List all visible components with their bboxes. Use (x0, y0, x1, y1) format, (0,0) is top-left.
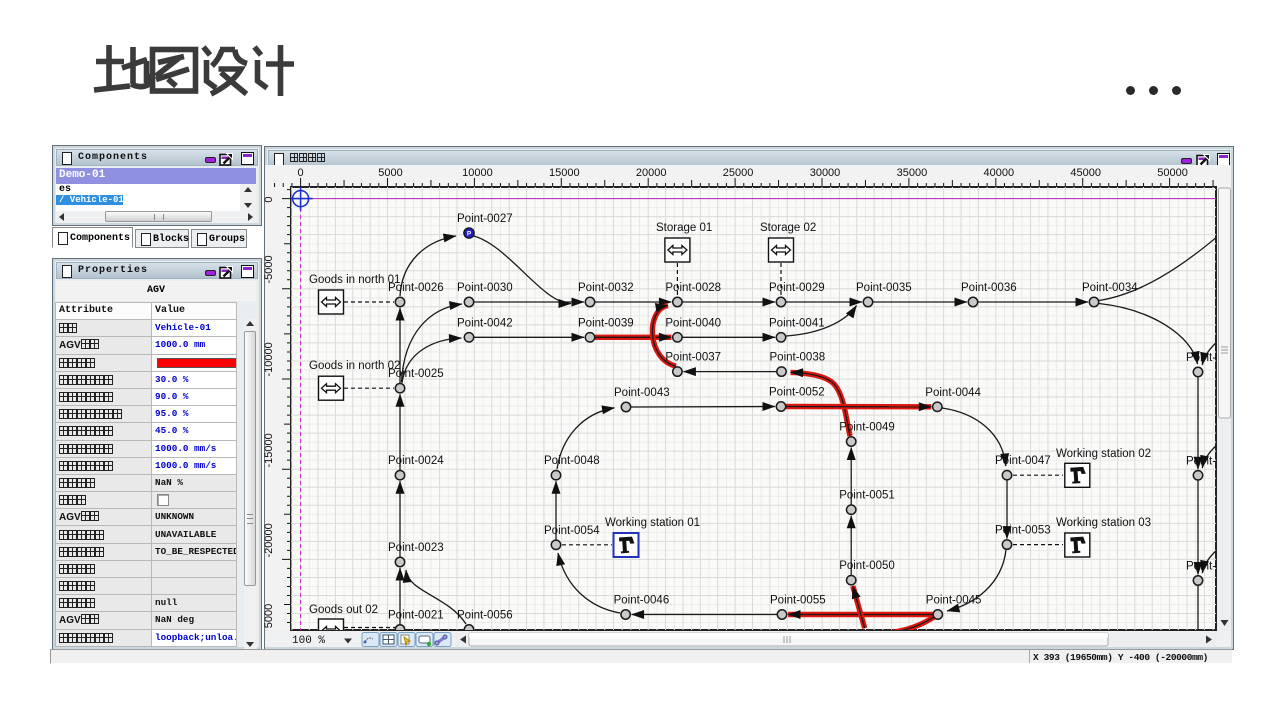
svg-text:Point-0056: Point-0056 (457, 610, 513, 622)
svg-text:Point-0042: Point-0042 (1186, 455, 1232, 467)
svg-text:Point-0044: Point-0044 (925, 387, 981, 399)
svg-text:-15000: -15000 (264, 433, 275, 467)
svg-text:50000: 50000 (1157, 167, 1188, 179)
svg-text:Point-0025: Point-0025 (388, 368, 444, 380)
svg-text:Point-0037: Point-0037 (665, 352, 721, 364)
svg-text:Point-0051: Point-0051 (839, 490, 895, 502)
svg-text:Point-0035: Point-0035 (856, 282, 912, 294)
svg-text:Point-0029: Point-0029 (769, 282, 825, 294)
svg-text:Point-0052: Point-0052 (769, 387, 825, 399)
svg-text:Point-0024: Point-0024 (388, 455, 444, 467)
svg-text:Goods in north 01: Goods in north 01 (309, 274, 400, 286)
svg-text:Point-0050: Point-0050 (839, 560, 895, 572)
svg-text:Point-0021: Point-0021 (388, 610, 444, 622)
svg-text:15000: 15000 (549, 167, 580, 179)
svg-text:Working station 03: Working station 03 (1056, 517, 1151, 529)
svg-text:45000: 45000 (1070, 167, 1101, 179)
svg-text:Point-0034: Point-0034 (1082, 282, 1138, 294)
svg-text:-20000: -20000 (264, 523, 275, 557)
svg-text:100 %: 100 % (292, 635, 325, 647)
svg-text:Point-0023: Point-0023 (388, 542, 444, 554)
svg-text:Storage 02: Storage 02 (760, 222, 816, 234)
svg-text:35000: 35000 (897, 167, 928, 179)
svg-text:Point-0048: Point-0048 (544, 455, 600, 467)
svg-text:Working station 01: Working station 01 (605, 517, 700, 529)
svg-text:0: 0 (264, 196, 275, 202)
svg-text:Point-0041: Point-0041 (1186, 352, 1232, 364)
svg-text:0: 0 (298, 167, 304, 179)
svg-text:Point-0053: Point-0053 (995, 525, 1051, 537)
svg-text:P: P (467, 230, 472, 237)
svg-text:Point-0055: Point-0055 (770, 595, 826, 607)
svg-text:40000: 40000 (984, 167, 1015, 179)
svg-text:Point-0030: Point-0030 (457, 282, 513, 294)
svg-text:5000: 5000 (378, 167, 402, 179)
svg-text:Point-0045: Point-0045 (926, 595, 982, 607)
svg-text:Point-0038: Point-0038 (770, 352, 826, 364)
svg-text:Goods in north 02: Goods in north 02 (309, 360, 400, 372)
svg-text:Point-0026: Point-0026 (388, 282, 444, 294)
svg-text:Point-0039: Point-0039 (578, 317, 634, 329)
svg-text:Point-0040: Point-0040 (665, 317, 721, 329)
svg-text:20000: 20000 (636, 167, 667, 179)
svg-text:Point-0027: Point-0027 (457, 213, 513, 225)
svg-text:Point-0032: Point-0032 (578, 282, 634, 294)
svg-text:Point-0049: Point-0049 (839, 422, 895, 434)
svg-text:Storage 01: Storage 01 (656, 222, 712, 234)
svg-text:Point-0054: Point-0054 (544, 525, 600, 537)
svg-text:Point-0046: Point-0046 (614, 595, 670, 607)
svg-text:Working station 02: Working station 02 (1056, 448, 1151, 460)
svg-text:Point-0043: Point-0043 (1186, 561, 1232, 573)
svg-text:5000: 5000 (264, 604, 275, 628)
svg-text:-10000: -10000 (264, 342, 275, 376)
svg-text:30000: 30000 (810, 167, 841, 179)
svg-text:Point-0036: Point-0036 (961, 282, 1017, 294)
svg-text:10000: 10000 (462, 167, 493, 179)
svg-text:Point-0028: Point-0028 (665, 282, 721, 294)
svg-text:25000: 25000 (723, 167, 754, 179)
svg-text:Point-0041: Point-0041 (769, 317, 825, 329)
svg-text:Point-0047: Point-0047 (995, 455, 1051, 467)
svg-text:Goods out 02: Goods out 02 (309, 604, 378, 616)
svg-text:-5000: -5000 (264, 255, 275, 283)
svg-text:Point-0042: Point-0042 (457, 317, 513, 329)
svg-text:Point-0043: Point-0043 (614, 387, 670, 399)
